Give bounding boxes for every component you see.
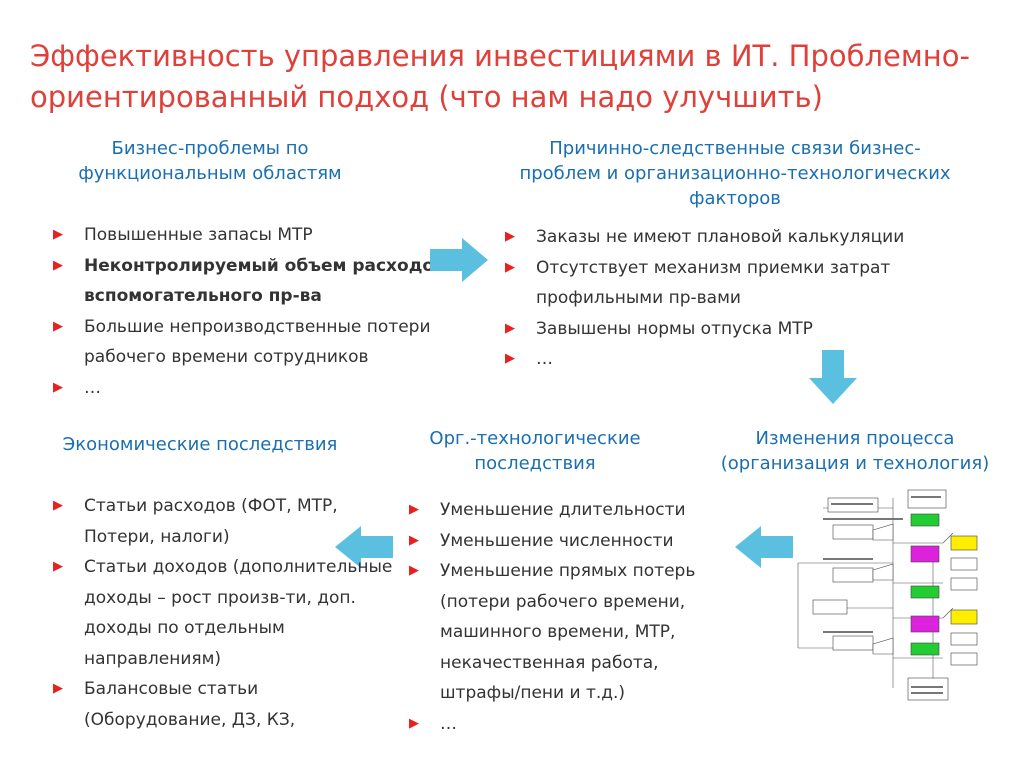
- triangle-right-icon: ▶: [409, 715, 419, 731]
- triangle-right-icon: ▶: [53, 257, 63, 273]
- list-item-text: Статьи расходов (ФОТ, МТР, Потери, налог…: [84, 496, 338, 547]
- arrow-left-icon: [335, 526, 393, 568]
- list-item: ▶ Уменьшение прямых потерь (потери рабоче…: [404, 556, 729, 709]
- list-item: ▶ Отсутствует механизм приемки затрат про…: [500, 253, 960, 314]
- economic-consequences-list: ▶ Статьи расходов (ФОТ, МТР, Потери, нало…: [48, 491, 393, 735]
- list-item: ▶ Статьи расходов (ФОТ, МТР, Потери, нало…: [48, 491, 393, 552]
- list-item: ▶…: [500, 344, 960, 375]
- triangle-right-icon: ▶: [505, 320, 515, 336]
- list-item: ▶…: [404, 709, 729, 740]
- business-problems-list: ▶ Повышенные запасы МТР ▶ Неконтролируемый…: [48, 220, 478, 403]
- triangle-right-icon: ▶: [505, 351, 515, 366]
- list-item-text: Балансовые статьи (Оборудование, ДЗ, КЗ,: [84, 679, 296, 730]
- triangle-right-icon: ▶: [53, 559, 63, 574]
- triangle-right-icon: ▶: [53, 379, 63, 395]
- list-item-text: Отсутствует механизм приемки затрат проф…: [536, 257, 891, 309]
- list-item: ▶ Заказы не имеют плановой калькуляции: [500, 222, 960, 253]
- list-item: ▶ Повышенные запасы МТР: [48, 220, 478, 251]
- list-item: ▶ Неконтролируемый объем расходов вспомог…: [48, 251, 478, 312]
- arrow-right-icon: [430, 238, 488, 282]
- list-item: ▶ Балансовые статьи (Оборудование, ДЗ, КЗ…: [48, 674, 393, 735]
- list-item: ▶…: [48, 373, 478, 404]
- triangle-right-icon: ▶: [409, 563, 419, 578]
- list-item-text: Уменьшение прямых потерь (потери рабочег…: [440, 561, 696, 703]
- list-item: ▶ Большие непроизводственные потери рабоч…: [48, 312, 478, 373]
- causal-links-heading: Причинно-следственные связи бизнес-пробл…: [519, 138, 951, 209]
- triangle-right-icon: ▶: [409, 532, 419, 548]
- list-item: ▶ Статьи доходов (дополнительные доходы –…: [48, 552, 393, 674]
- list-item: ▶ Уменьшение численности: [404, 526, 729, 557]
- arrow-down-icon: [809, 350, 857, 404]
- list-item-text: …: [84, 377, 101, 398]
- economic-consequences-heading: Экономические последствия: [62, 434, 338, 455]
- list-item-text: …: [536, 349, 553, 369]
- list-item-text: …: [440, 713, 457, 734]
- list-item: ▶ Уменьшение длительности: [404, 495, 729, 526]
- list-item-text: Повышенные запасы МТР: [84, 225, 313, 245]
- org-tech-consequences-heading: Орг.-технологические последствия: [429, 428, 641, 474]
- triangle-right-icon: ▶: [505, 259, 515, 275]
- list-item-text: Завышены нормы отпуска МТР: [536, 318, 813, 339]
- business-problems-heading: Бизнес-проблемы по функциональным област…: [78, 138, 342, 184]
- page-title: Эффективность управления инвестициями в …: [30, 39, 970, 114]
- list-item-text: Уменьшение длительности: [440, 500, 686, 520]
- triangle-right-icon: ▶: [53, 227, 63, 242]
- list-item-text: Большие непроизводственные потери рабоче…: [84, 316, 431, 368]
- org-tech-consequences-list: ▶ Уменьшение длительности ▶ Уменьшение чис…: [404, 495, 729, 739]
- triangle-right-icon: ▶: [409, 502, 419, 517]
- triangle-right-icon: ▶: [53, 498, 63, 513]
- process-flowchart-icon: [797, 489, 978, 701]
- process-changes-heading: Изменения процесса (организация и технол…: [720, 428, 990, 474]
- triangle-right-icon: ▶: [53, 681, 63, 696]
- triangle-right-icon: ▶: [505, 229, 515, 244]
- triangle-right-icon: ▶: [53, 318, 63, 334]
- causal-links-list: ▶ Заказы не имеют плановой калькуляции ▶ О…: [500, 222, 960, 375]
- arrow-left-icon: [735, 526, 793, 568]
- list-item-text: Неконтролируемый объем расходов вспомога…: [84, 255, 445, 307]
- list-item-text: Уменьшение численности: [440, 530, 674, 551]
- list-item-text: Заказы не имеют плановой калькуляции: [536, 227, 905, 247]
- list-item: ▶ Завышены нормы отпуска МТР: [500, 314, 960, 345]
- list-item-text: Статьи доходов (дополнительные доходы – …: [84, 557, 393, 669]
